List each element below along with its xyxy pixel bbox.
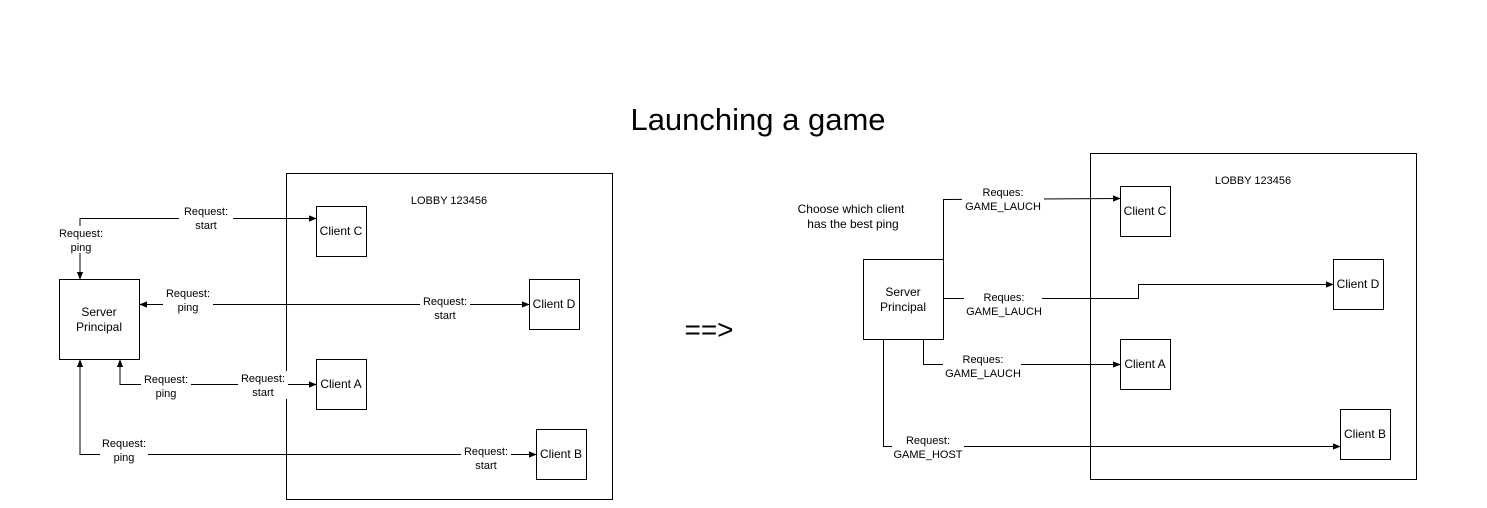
right-edge-b-host-1: Request: xyxy=(906,435,950,447)
page-title: Launching a game xyxy=(630,102,885,137)
right-server-box xyxy=(863,259,944,340)
left-diagram: LOBBY 123456 Server Principal Client C C… xyxy=(56,173,613,500)
right-edge-d-launch-2: GAME_LAUCH xyxy=(966,306,1042,318)
right-server-label-2: Principal xyxy=(880,300,926,314)
left-edge-b-ping-1: Request: xyxy=(102,438,146,450)
left-client-c-label: Client C xyxy=(320,224,363,238)
left-edge-c-ping-2: ping xyxy=(71,242,92,254)
right-client-c-box xyxy=(1120,186,1171,237)
left-server-label-2: Principal xyxy=(76,320,122,334)
right-edge-a-launch-2: GAME_LAUCH xyxy=(945,368,1021,380)
right-diagram: LOBBY 123456 Choose which client has the… xyxy=(798,153,1417,480)
right-note-2: has the best ping xyxy=(807,217,898,231)
left-server-box xyxy=(59,279,140,360)
left-lobby-label: LOBBY 123456 xyxy=(411,195,487,207)
left-edge-c-start-2: start xyxy=(195,220,216,232)
right-edge-client-a xyxy=(923,340,1121,368)
right-server-label-1: Server xyxy=(885,285,920,299)
right-edge-client-b xyxy=(883,340,1341,450)
left-edge-c-start-1: Request: xyxy=(184,206,228,218)
right-client-d-label: Client D xyxy=(1337,277,1380,291)
left-server-label-1: Server xyxy=(81,305,116,319)
left-edge-d-start-1: Request: xyxy=(423,296,467,308)
left-edge-a-start-1: Request: xyxy=(241,373,285,385)
left-edge-b-start-1: Request: xyxy=(464,446,508,458)
right-edge-client-c xyxy=(943,195,1121,259)
left-edge-a-ping-2: ping xyxy=(156,388,177,400)
left-client-b-label: Client B xyxy=(540,447,582,461)
right-edge-d-launch-1: Reques: xyxy=(984,292,1025,304)
left-client-c-box xyxy=(316,206,367,257)
right-edge-b-host-2: GAME_HOST xyxy=(893,449,962,461)
left-edge-client-c xyxy=(76,215,317,280)
right-client-c-label: Client C xyxy=(1124,204,1167,218)
right-note-1: Choose which client xyxy=(798,202,905,216)
right-client-b-box xyxy=(1340,409,1391,460)
right-edge-c-launch-2: GAME_LAUCH xyxy=(965,201,1041,213)
left-edge-d-ping-1: Request: xyxy=(166,288,210,300)
left-edge-d-ping-2: ping xyxy=(178,302,199,314)
left-client-a-label: Client A xyxy=(320,377,361,391)
left-edge-a-start-2: start xyxy=(252,387,273,399)
right-edge-c-launch-1: Reques: xyxy=(983,187,1024,199)
right-client-b-label: Client B xyxy=(1344,427,1386,441)
left-client-d-box xyxy=(529,279,580,330)
transition-arrow: ==> xyxy=(684,314,733,345)
left-client-d-label: Client D xyxy=(533,297,576,311)
right-client-a-label: Client A xyxy=(1124,357,1165,371)
left-edge-a-ping-1: Request: xyxy=(144,374,188,386)
left-edge-b-start-2: start xyxy=(475,460,496,472)
right-lobby-label: LOBBY 123456 xyxy=(1215,175,1291,187)
left-edge-d-start-2: start xyxy=(434,310,455,322)
left-edge-c-ping-1: Request: xyxy=(59,228,103,240)
right-edge-a-launch-1: Reques: xyxy=(963,354,1004,366)
left-edge-client-b xyxy=(76,359,537,458)
left-edge-b-ping-2: ping xyxy=(114,452,135,464)
